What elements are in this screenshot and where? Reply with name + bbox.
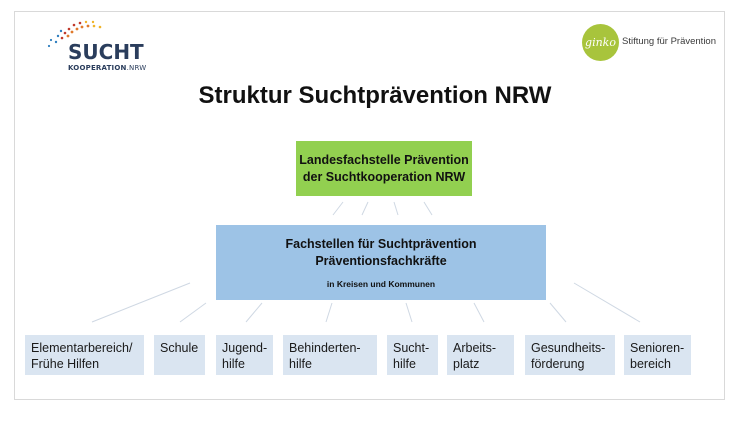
- ginko-tagline: Stiftung für Prävention: [622, 36, 716, 47]
- area-line1: Behinderten-: [289, 341, 361, 355]
- logo-dots-icon: [47, 20, 102, 48]
- landesfachstelle-box: Landesfachstelle Prävention der Suchtkoo…: [296, 141, 472, 196]
- page-title: Struktur Suchtprävention NRW: [198, 82, 552, 109]
- area-line1: Arbeits-: [453, 341, 497, 355]
- area-line2: förderung: [531, 357, 585, 371]
- area-line2: hilfe: [222, 357, 245, 371]
- logo-word: SUCHT: [68, 40, 144, 64]
- area-line2: hilfe: [393, 357, 416, 371]
- area-line1: Senioren-: [630, 341, 685, 355]
- area-line1: Sucht-: [393, 341, 430, 355]
- landesfachstelle-line2: der Suchtkooperation NRW: [302, 169, 466, 184]
- area-behindertenhilfe: Behinderten- hilfe: [283, 335, 377, 375]
- ginko-logo: ginko Stiftung für Prävention: [582, 24, 722, 64]
- fachstellen-box: Fachstellen für Suchtprävention Präventi…: [216, 225, 546, 300]
- area-line2: Frühe Hilfen: [31, 357, 100, 371]
- area-schule: Schule: [154, 335, 205, 375]
- area-suchthilfe: Sucht- hilfe: [387, 335, 438, 375]
- landesfachstelle-line1: Landesfachstelle Prävention: [299, 152, 469, 167]
- area-elementarbereich: Elementarbereich/ Frühe Hilfen: [25, 335, 144, 375]
- area-seniorenbereich: Senioren- bereich: [624, 335, 691, 375]
- area-line1: Schule: [160, 341, 199, 355]
- area-jugendhilfe: Jugend- hilfe: [216, 335, 273, 375]
- suchtkooperation-logo: SUCHT KOOPERATION.NRW: [38, 20, 148, 76]
- fachstellen-line2: Präventionsfachkräfte: [315, 254, 447, 268]
- area-line1: Elementarbereich/: [31, 341, 133, 355]
- fachstellen-line1: Fachstellen für Suchtprävention: [285, 237, 477, 251]
- fachstellen-line3: in Kreisen und Kommunen: [326, 279, 436, 289]
- area-gesundheitsfoerderung: Gesundheits- förderung: [525, 335, 615, 375]
- ginko-mark: ginko: [582, 24, 619, 61]
- area-line1: Gesundheits-: [531, 341, 606, 355]
- area-line2: platz: [453, 357, 480, 371]
- area-line1: Jugend-: [222, 341, 268, 355]
- area-arbeitsplatz: Arbeits- platz: [447, 335, 514, 375]
- area-line2: hilfe: [289, 357, 312, 371]
- area-line2: bereich: [630, 357, 671, 371]
- logo-subline: KOOPERATION.NRW: [68, 64, 147, 72]
